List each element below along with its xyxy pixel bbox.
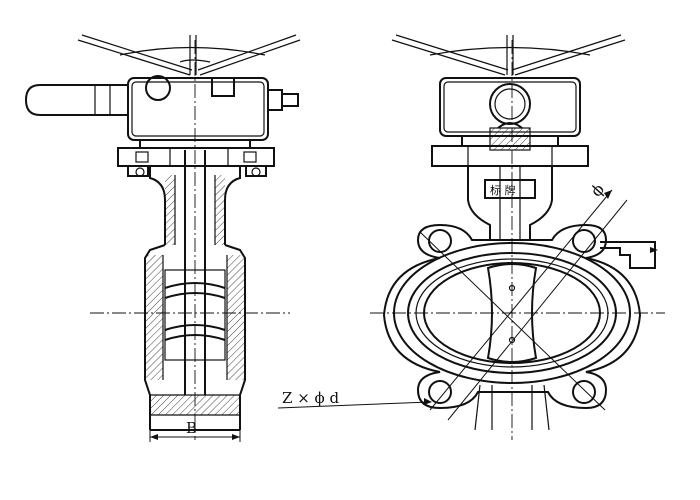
nameplate (484, 179, 536, 199)
dimension-width: B (149, 419, 241, 442)
bolt-callout-label: Z × ϕ d (282, 389, 340, 407)
nameplate-label: 标 牌 (490, 183, 516, 197)
valve-neck-left (149, 150, 241, 395)
top-flange-left (117, 147, 275, 177)
front-view: 标 牌 (277, 34, 665, 440)
position-indicator-bracket (600, 241, 658, 269)
side-view: B (24, 34, 301, 442)
handwheel-left (77, 34, 301, 76)
actuator-housing-left (24, 75, 299, 149)
bolt-callout: Z × ϕ d (277, 389, 432, 409)
actuator-housing-right (439, 77, 581, 151)
top-flange-right (431, 145, 589, 167)
diameter-dimension: ϕ (419, 180, 628, 421)
diameter-label: ϕ (587, 180, 608, 201)
dimension-width-label: B (186, 419, 197, 437)
valve-neck-right: 标 牌 (467, 166, 553, 240)
handwheel-right (391, 34, 626, 76)
